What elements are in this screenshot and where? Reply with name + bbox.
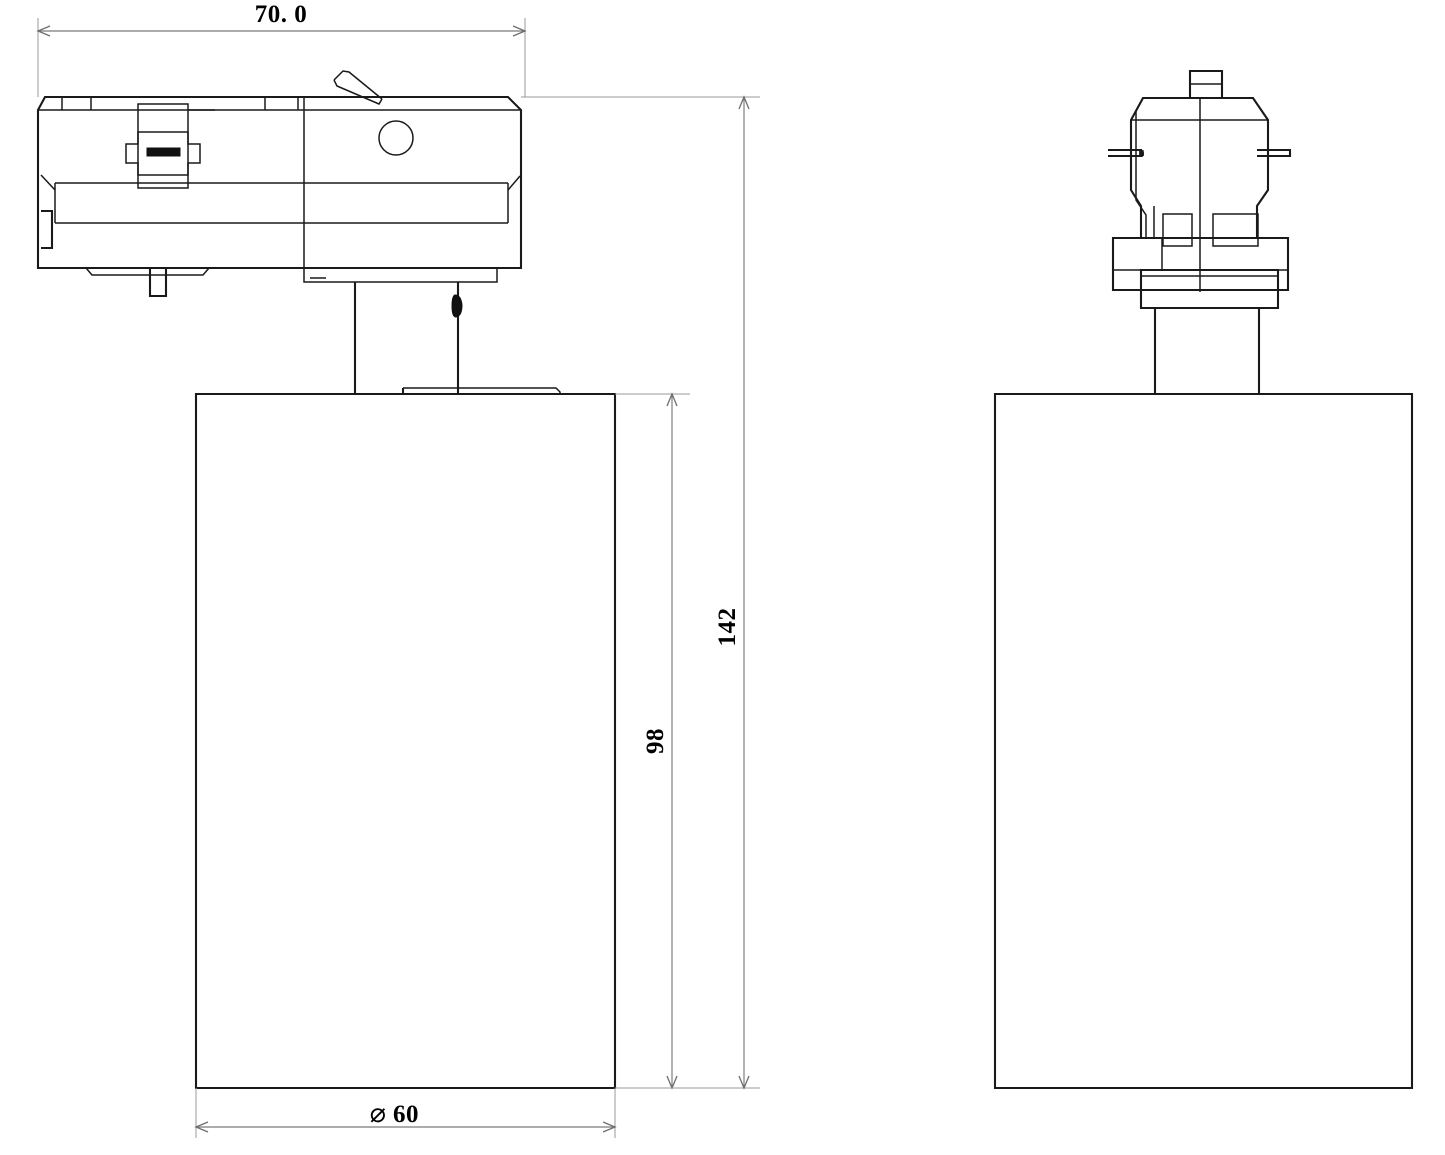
side-view [993,69,1414,1090]
adapter-locating-pin [148,268,168,298]
front-view [36,70,617,1090]
dimension-label-height-body: 98 [642,728,669,754]
stem-neck-side [1153,308,1261,394]
dimension-label-diameter-body: 60 [393,1101,419,1128]
contact-blade [146,147,181,157]
cylinder-body [194,392,617,1090]
dimension-label-height-total: 142 [714,608,741,647]
track-adapter-housing [36,95,523,276]
adapter-screw-circle [378,120,414,156]
neck-detent [451,294,463,318]
adapter-lower-collar [1139,268,1280,310]
cylinder-body-side [993,392,1414,1090]
dimension-height-body: 98 [615,392,690,1090]
dimension-diameter-body: ⌀ 60 [194,1088,617,1138]
adapter-contact-slot [125,103,215,189]
track-adapter-housing-side [1129,96,1270,292]
adapter-side-pins [1108,148,1292,158]
dimension-label-width-top: 70. 0 [255,1,308,28]
adapter-latch-lever [333,70,383,105]
diameter-symbol-icon: ⌀ [370,1098,386,1128]
adapter-top-nub [1188,69,1224,100]
adapter-base-step [303,268,498,283]
stem-neck [353,282,561,394]
dimension-width-top: 70. 0 [36,1,527,97]
dimension-height-total: 142 [521,95,760,1090]
